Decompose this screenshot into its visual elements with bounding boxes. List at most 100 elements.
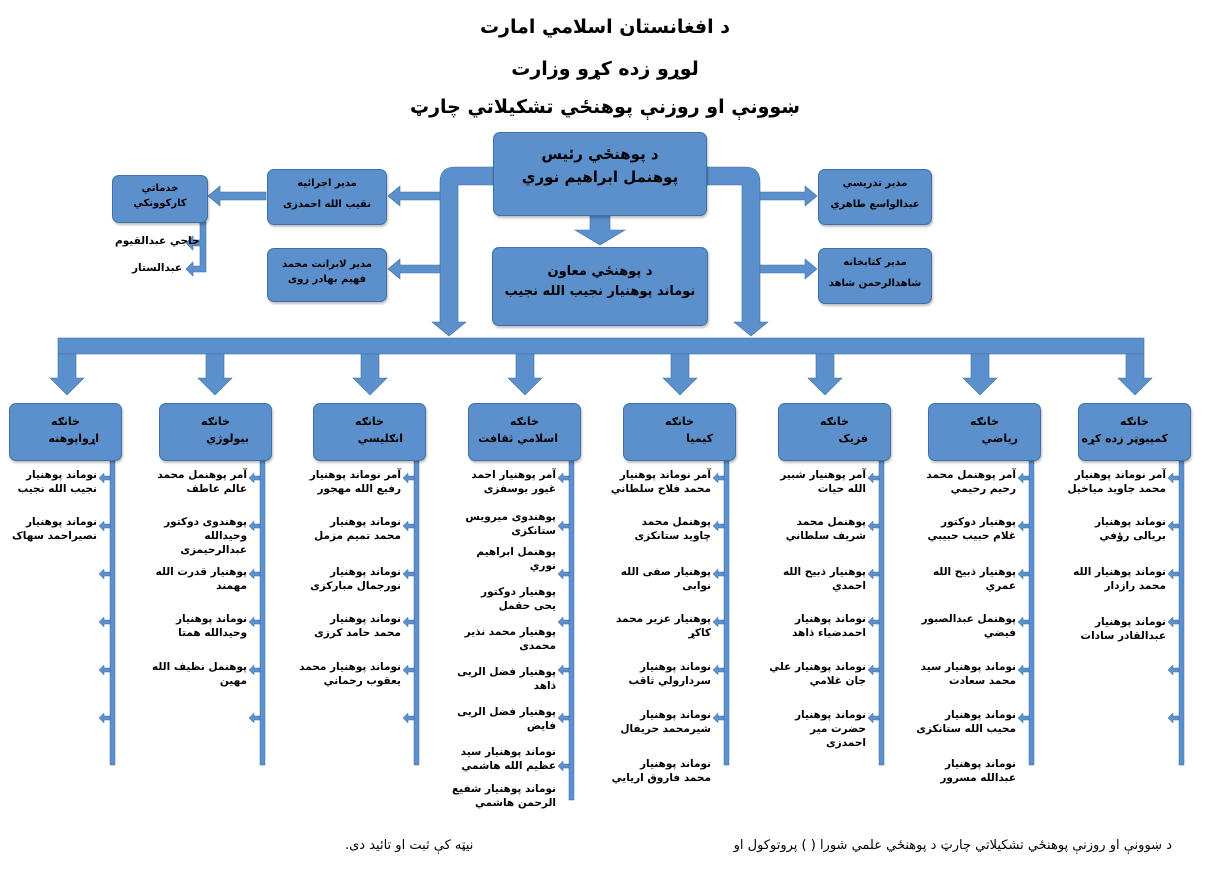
- department-member-line: آمر پوهنمل محمد: [157, 469, 247, 481]
- department-member-arrow: [402, 616, 415, 628]
- department-bracket: [1178, 460, 1185, 766]
- department-member-arrow: [98, 664, 111, 676]
- department-member-line: کاکړ: [688, 627, 711, 640]
- department-member-arrow: [1167, 472, 1180, 484]
- department-member-line: نوماند پوهنیار: [1095, 516, 1166, 528]
- department-member-line: الله حیات: [817, 483, 866, 496]
- connector-drop-6: [352, 353, 388, 396]
- department-member-line: آمر پوهنیار احمد: [471, 469, 556, 481]
- services-member-1: حاجي عبدالقیوم: [115, 235, 200, 247]
- department-member-line: محمد جاوید میاخیل: [1067, 483, 1166, 496]
- department-member-line: پوهنمل عبدالصبور: [921, 613, 1017, 625]
- department-member-arrow: [98, 712, 111, 724]
- connector-exec-to-services: [207, 185, 267, 207]
- department-label: خانګه: [665, 415, 694, 428]
- department-bracket: [259, 460, 266, 766]
- department-member-line: احمدي: [832, 580, 866, 593]
- department-member-arrow: [712, 568, 725, 580]
- footer-left: نیټه کې ثبت او تائید دی.: [345, 838, 474, 853]
- department-member-line: سردارولي ثاقب: [628, 675, 711, 688]
- department-member-arrow: [402, 568, 415, 580]
- connector-drop-7: [197, 353, 233, 396]
- department-member-line: پوهنمل نظیف الله: [152, 661, 247, 673]
- department-member-line: وحیدالله همتا: [178, 627, 247, 640]
- department-name: فزیک: [838, 431, 868, 445]
- department-member-arrow: [248, 616, 261, 628]
- department-member-line: نوماند پوهنیار الله: [1073, 566, 1166, 578]
- connector-drop-1: [1117, 353, 1153, 396]
- department-box: خانګه کیمیا: [623, 403, 736, 461]
- teaching-manager-box: مدیر تدریسي عبدالواسع طاهري: [818, 169, 932, 225]
- department-member-arrow: [248, 712, 261, 724]
- connector-drop-2: [962, 353, 998, 396]
- department-member-line: حضرت میر: [810, 723, 866, 736]
- department-label: خانګه: [1120, 415, 1149, 428]
- department-member-arrow: [867, 616, 880, 628]
- connector-drop-3: [807, 353, 843, 396]
- department-member-arrow: [867, 664, 880, 676]
- department-member-line: ستانکزی: [511, 525, 556, 538]
- department-member-line: آمر پوهنمل محمد: [926, 469, 1016, 481]
- department-name: اسلامي ثقافت: [478, 431, 558, 445]
- connector-drop-8: [49, 353, 85, 396]
- department-member-line: یعقوب رحماني: [323, 675, 401, 688]
- department-member-line: نصیراحمد سهاک: [12, 530, 97, 543]
- department-member-arrow: [402, 664, 415, 676]
- department-member-arrow: [557, 760, 570, 772]
- department-member-arrow: [98, 472, 111, 484]
- department-member-line: شریف سلطاني: [785, 530, 866, 543]
- department-member-line: محمد فاروق اریایي: [611, 772, 711, 785]
- dean-title: د پوهنځي رئیس: [541, 145, 659, 163]
- department-member-line: بریالی رؤفي: [1099, 530, 1166, 543]
- department-member-line: نوماند پوهنیار شفیع: [452, 783, 556, 795]
- department-member-line: پوهنیار ذبیح الله: [932, 566, 1016, 578]
- department-member-line: مهمند: [216, 580, 247, 593]
- department-member-line: نجیب الله نجیب: [17, 483, 97, 496]
- department-member-arrow: [1017, 712, 1030, 724]
- connector-to-library: [759, 258, 818, 280]
- department-member-arrow: [98, 568, 111, 580]
- department-member-line: عبدالرحیمزی: [180, 544, 247, 557]
- department-member-arrow: [1167, 616, 1180, 628]
- department-member-arrow: [1017, 568, 1030, 580]
- department-member-arrow: [867, 712, 880, 724]
- department-member-line: آمر نوماند پوهنیار: [619, 469, 711, 481]
- department-member-line: فایض: [526, 720, 556, 733]
- department-member-line: محمدی: [519, 640, 556, 653]
- department-name: کیمیا: [686, 431, 713, 445]
- department-member-line: نوماند پوهنیار: [330, 613, 401, 625]
- department-label: خانګه: [510, 415, 539, 428]
- department-member-arrow: [248, 472, 261, 484]
- department-member-arrow: [1017, 664, 1030, 676]
- department-member-arrow: [867, 520, 880, 532]
- department-member-line: عظیم الله هاشمي: [461, 760, 556, 773]
- department-member-arrow: [402, 712, 415, 724]
- department-member-arrow: [557, 712, 570, 724]
- department-member-arrow: [1017, 616, 1030, 628]
- department-member-arrow: [1167, 568, 1180, 580]
- department-member-line: پوهنیار دوکتور: [941, 516, 1016, 528]
- connector-services-bracket: [185, 221, 207, 277]
- department-member-line: عمري: [985, 580, 1016, 593]
